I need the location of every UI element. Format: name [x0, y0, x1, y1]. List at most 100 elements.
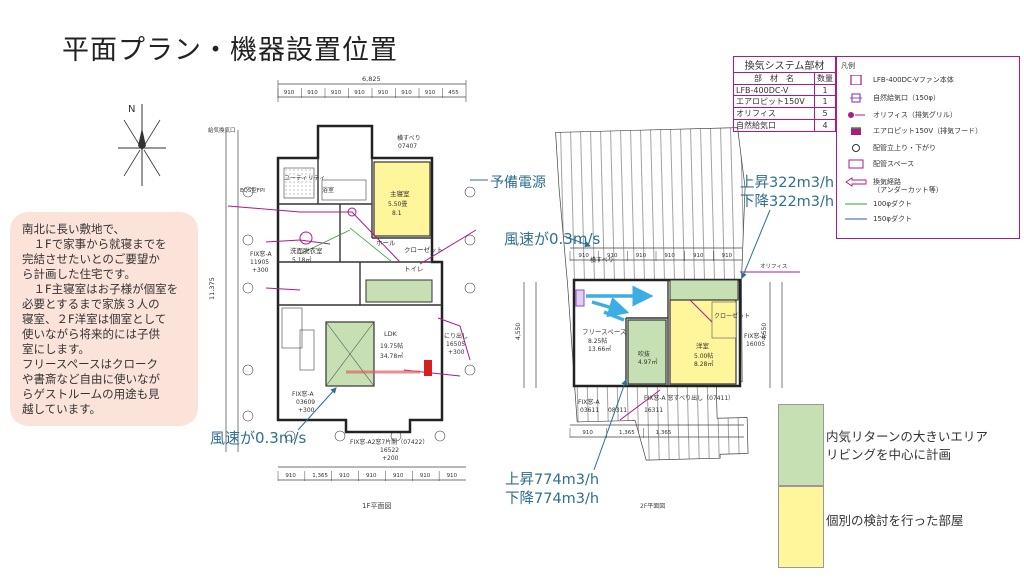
duct-lines-2f	[619, 271, 800, 421]
dimension-label: 910	[354, 90, 365, 96]
dimension-label: 910	[366, 473, 377, 479]
dim-1f-bottom-segments: 910 1,365 910 910 910 910 910	[277, 471, 458, 481]
room-2f-void: 吹抜	[638, 350, 650, 358]
annotation-top-flow: 上昇322m3/h 下降322m3/h	[740, 174, 834, 212]
room-1f-washroom: 洗面脱衣室	[290, 246, 323, 255]
dimension-label: 1,365	[619, 430, 635, 436]
svg-text:16505: 16505	[446, 341, 465, 348]
note-line: フリースペースはクローク	[22, 357, 159, 371]
svg-text:FIX窓-A2窓7片開（07422）: FIX窓-A2窓7片開（07422）	[350, 438, 428, 446]
note-line: 使いながら将来的には子供	[22, 327, 160, 341]
svg-text:にり出し: にり出し	[444, 332, 468, 340]
room-1f-utility: ユーティリティ	[284, 175, 325, 182]
key-yellow-label: 個別の検討を行った部屋	[826, 513, 964, 528]
svg-text:03611: 03611	[580, 407, 599, 414]
orifice-icon	[848, 112, 865, 118]
dimension-label: 910	[582, 430, 593, 436]
duct-150-icon	[845, 218, 867, 220]
svg-text:34.78㎡: 34.78㎡	[380, 352, 403, 360]
annotation-wind-1f: 風速が0.3m/s	[210, 429, 307, 447]
legend: 凡例 LFB-400DC-Vファン本体 自然給気口（150φ） オリフィス（排気…	[836, 56, 1020, 239]
dimension-label: 910	[722, 253, 733, 259]
room-1f-closet: クローゼット	[404, 245, 443, 254]
note-line: 室にします。	[22, 342, 90, 356]
key-green-swatch	[778, 404, 824, 486]
dimension-label: 910	[636, 253, 647, 259]
air-inlet-icon	[850, 93, 862, 103]
duct-100-icon	[845, 203, 867, 205]
dimension-label: 910	[425, 90, 436, 96]
svg-text:横すべり: 横すべり	[590, 256, 614, 264]
dimension-label: 910	[339, 473, 350, 479]
svg-text:8.28㎡: 8.28㎡	[694, 360, 713, 368]
parts-table-caption: 換気システム部材	[733, 56, 836, 73]
aeropit-icon	[851, 127, 861, 135]
parts-header-qty: 数量	[814, 72, 836, 85]
dimension-label: 910	[447, 473, 458, 479]
room-2f-free-space: フリースペース	[582, 328, 626, 336]
svg-text:+300: +300	[252, 267, 269, 274]
fan-unit-icon	[424, 360, 432, 376]
svg-text:給気換気口: 給気換気口	[208, 126, 236, 134]
caption-2f: 2F平面図	[640, 503, 665, 510]
annotation-wind-2f: 風速が0.3m/s	[504, 230, 601, 248]
note-line: 完結させたいとのご要望か	[22, 252, 160, 266]
zone-green-1f-hall	[365, 279, 433, 303]
svg-text:FIX窓-A 窓すべり出し（07411）: FIX窓-A 窓すべり出し（07411）	[644, 394, 734, 402]
note-line: １Fで家事から就寝までを	[22, 237, 167, 251]
room-1f-hall: ホール	[376, 239, 396, 247]
dimension-label: 910	[307, 90, 318, 96]
note-line: 必要とするまで家族３人の	[22, 297, 160, 311]
airflow-arrow-icon	[845, 177, 867, 187]
svg-text:横すべり: 横すべり	[397, 134, 421, 142]
page-title: 平面プラン・機器設置位置	[62, 35, 398, 66]
note-line: 越しています。	[22, 402, 102, 416]
svg-text:+300: +300	[298, 407, 315, 414]
svg-text:N: N	[128, 104, 135, 115]
svg-text:+300: +300	[448, 349, 465, 356]
key-green-label: 内気リターンの大きいエリア リビングを中心に計画	[826, 429, 988, 462]
annotation-bottom-up: 上昇774m3/h	[505, 472, 600, 488]
dim-2f-right: 4,550	[761, 323, 768, 340]
note-line: 南北に長い敷地で、	[22, 222, 126, 236]
north-arrow-icon: N	[118, 104, 166, 186]
svg-text:16005: 16005	[746, 341, 765, 348]
room-2f-western: 洋室	[696, 341, 710, 350]
annotation-top-up: 上昇322m3/h	[740, 175, 835, 191]
note-line: ら計画した住宅です。	[22, 267, 136, 281]
key-yellow-swatch	[778, 486, 824, 568]
dimension-label: 910	[420, 473, 431, 479]
room-1f-toilet: トイレ	[404, 265, 424, 273]
dim-1f-left: 11,375	[208, 277, 216, 300]
grid-markers-1f	[242, 186, 476, 442]
dimension-label: 910	[393, 473, 404, 479]
svg-text:5.18㎡: 5.18㎡	[292, 256, 311, 264]
svg-text:FIX窓-A: FIX窓-A	[578, 398, 600, 406]
dimension-label: 910	[331, 90, 342, 96]
annotation-top-down: 下降322m3/h	[740, 194, 835, 210]
svg-text:08311: 08311	[608, 407, 627, 414]
svg-text:クローゼット: クローゼット	[714, 312, 750, 320]
dimension-label: 1,365	[312, 473, 328, 479]
svg-text:5.50畳: 5.50畳	[388, 201, 407, 208]
legend-title: 凡例	[841, 62, 855, 70]
dimension-label: 910	[378, 90, 389, 96]
note-line: や書斎など自由に使いなが	[22, 372, 160, 386]
dimension-label: 910	[285, 473, 296, 479]
dimension-label: 910	[607, 253, 618, 259]
dim-1f-top-total: 6,825	[362, 75, 381, 83]
svg-text:11905: 11905	[250, 259, 269, 266]
annotation-bottom-down: 下降774m3/h	[505, 491, 600, 507]
room-1f-ldk: LDK	[384, 330, 398, 338]
svg-text:03609: 03609	[296, 399, 315, 406]
caption-1f: 1F平面図	[362, 502, 391, 510]
svg-text:オリフィス: オリフィス	[760, 263, 787, 270]
svg-text:4.97㎡: 4.97㎡	[638, 358, 657, 366]
